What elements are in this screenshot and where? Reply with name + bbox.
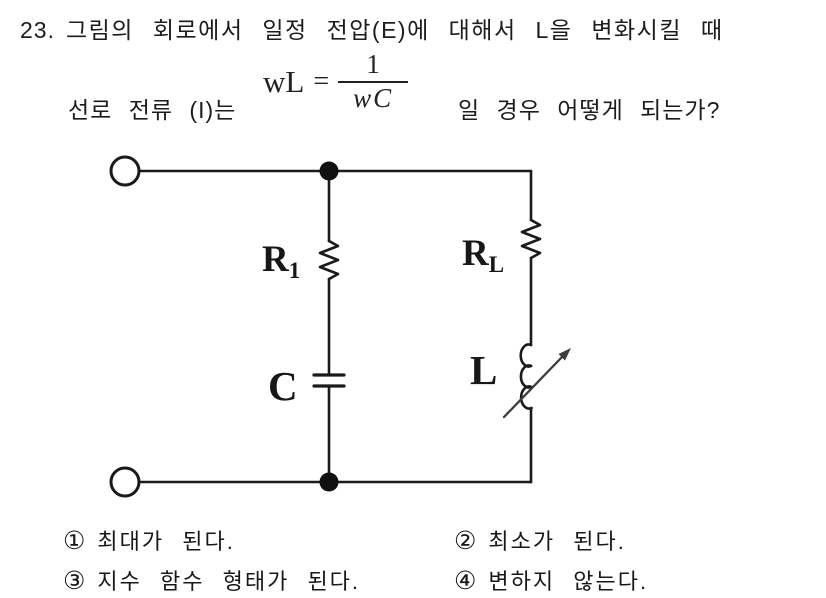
formula: wL = 1 wC bbox=[263, 49, 409, 113]
choice-4-number: ④ bbox=[454, 567, 477, 595]
choice-1: ① 최대가 된다. bbox=[63, 524, 235, 556]
formula-fraction-bar bbox=[338, 81, 409, 83]
formula-lhs: wL bbox=[263, 63, 305, 99]
label-l: L bbox=[470, 347, 498, 393]
question-line1-text: 그림의 회로에서 일정 전압(E)에 대해서 L을 변화시킬 때 bbox=[65, 17, 724, 43]
choice-1-text: 최대가 된다. bbox=[97, 529, 235, 554]
choice-4-text: 변하지 않는다. bbox=[488, 569, 649, 594]
choice-2: ② 최소가 된다. bbox=[454, 524, 626, 556]
junction-dot-bottom bbox=[319, 472, 339, 492]
question-number: 23. bbox=[20, 17, 55, 43]
resistor-rl bbox=[520, 218, 542, 260]
choice-4: ④ 변하지 않는다. bbox=[454, 564, 648, 596]
question-line1: 23. 그림의 회로에서 일정 전압(E)에 대해서 L을 변화시킬 때 bbox=[20, 11, 724, 45]
choice-2-number: ② bbox=[454, 527, 477, 555]
question-line2-prefix: 선로 전류 (I)는 bbox=[68, 97, 237, 123]
resistor-r1 bbox=[318, 239, 340, 281]
choice-3-text: 지수 함수 형태가 된다. bbox=[97, 569, 361, 594]
choice-3-number: ③ bbox=[63, 567, 86, 595]
label-r1: R1 bbox=[262, 239, 301, 283]
terminal-bottom-left bbox=[109, 466, 141, 498]
formula-equals: = bbox=[313, 65, 330, 97]
formula-fraction: 1 wC bbox=[338, 49, 409, 113]
variable-arrow-shaft bbox=[502, 355, 564, 419]
terminal-top-left bbox=[109, 155, 141, 187]
formula-denominator: wC bbox=[353, 83, 394, 113]
variable-arrow-head bbox=[558, 348, 571, 361]
label-rl: RL bbox=[462, 233, 505, 277]
label-c: C bbox=[268, 363, 298, 409]
formula-numerator: 1 bbox=[366, 49, 380, 79]
choice-2-text: 최소가 된다. bbox=[488, 529, 626, 554]
choice-1-number: ① bbox=[63, 527, 86, 555]
question-line2-suffix: 일 경우 어떻게 되는가? bbox=[458, 97, 721, 123]
choice-3: ③ 지수 함수 형태가 된다. bbox=[63, 564, 360, 596]
junction-dot-top bbox=[319, 161, 339, 181]
